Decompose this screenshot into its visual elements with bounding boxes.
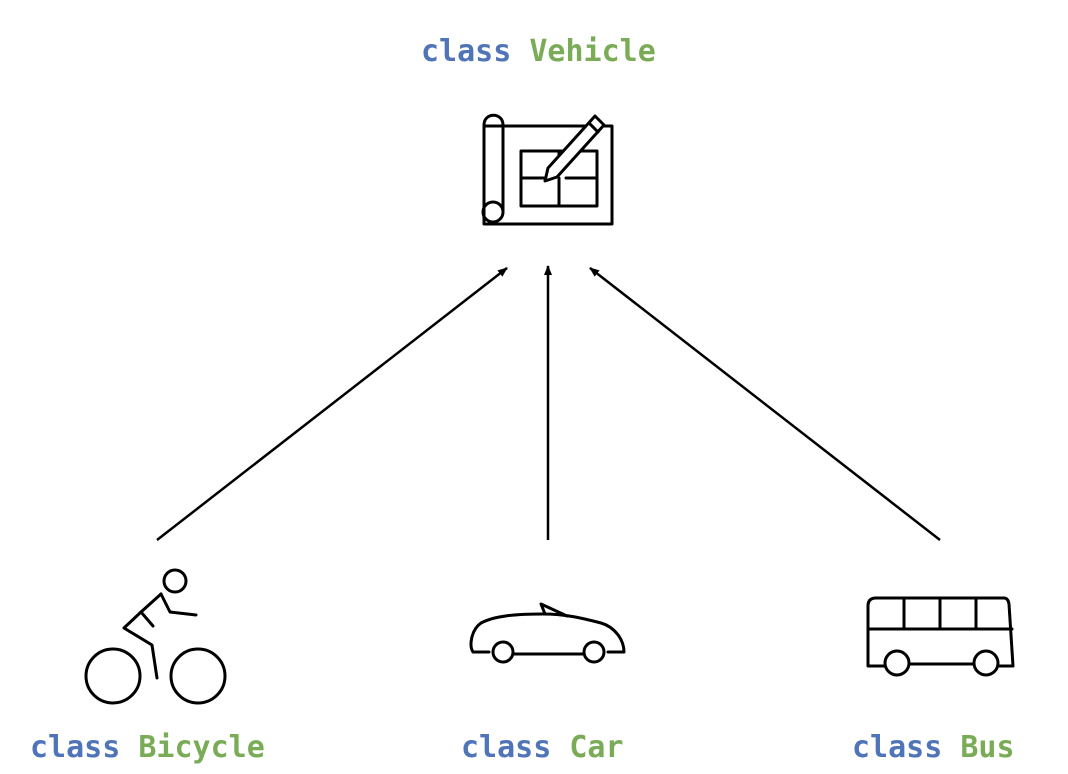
vehicle-class-label: class Vehicle (421, 34, 656, 70)
vehicle-keyword: class (421, 34, 512, 69)
blueprint-icon (481, 113, 614, 226)
cyclist-icon (84, 568, 227, 705)
bus-keyword: class (852, 730, 943, 765)
car-class-name: Car (569, 730, 624, 765)
convertible-car-icon (469, 602, 626, 664)
bus-class-label: class Bus (852, 730, 1015, 766)
bus-class-name: Bus (960, 730, 1015, 765)
edge-bicycle-to-vehicle (156, 267, 508, 541)
edge-bus-to-vehicle (589, 267, 941, 541)
vehicle-class-name: Vehicle (529, 34, 656, 69)
bicycle-keyword: class (30, 730, 121, 765)
car-keyword: class (461, 730, 552, 765)
bicycle-class-name: Bicycle (138, 730, 265, 765)
bus-icon (866, 596, 1015, 677)
car-class-label: class Car (461, 730, 624, 766)
bicycle-class-label: class Bicycle (30, 730, 265, 766)
